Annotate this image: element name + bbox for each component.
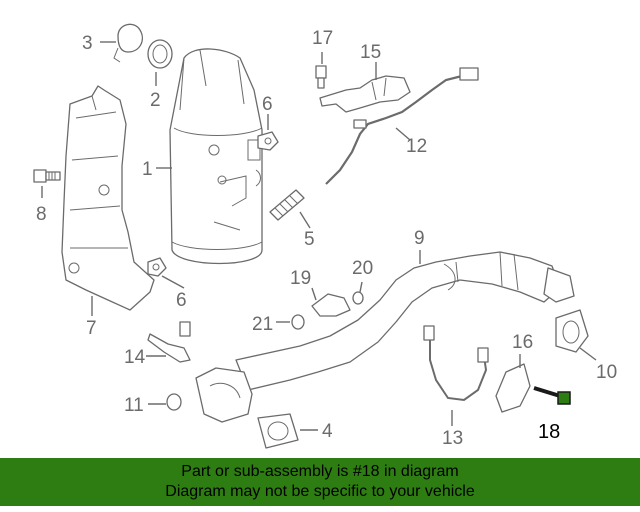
- callout-14: 14: [124, 347, 146, 368]
- callout-15: 15: [360, 42, 381, 63]
- part-20-washer: [352, 291, 364, 305]
- part-9-exhaust-pipe: [235, 251, 575, 391]
- banner-line-2: Diagram may not be specific to your vehi…: [165, 483, 475, 500]
- callout-5: 5: [304, 229, 315, 250]
- part-16-bracket: [495, 363, 531, 413]
- part-15-bracket: [319, 75, 411, 113]
- part-21-nut: [291, 314, 305, 330]
- part-4-flange-gasket: [257, 413, 299, 449]
- part-1-catalytic-converter: [169, 48, 263, 265]
- part-6-nut-upper: [257, 131, 279, 151]
- part-5-flex-hose: [269, 189, 305, 221]
- callout-19: 19: [290, 268, 311, 289]
- callout-16: 16: [512, 332, 533, 353]
- part-7-heat-shield: [61, 85, 155, 311]
- part-2-gasket: [147, 39, 173, 69]
- banner-line-1: Part or sub-assembly is #18 in diagram: [181, 463, 459, 480]
- part-19-sensor: [311, 293, 351, 317]
- part-17-stud: [315, 65, 327, 89]
- callout-9: 9: [414, 228, 425, 249]
- callout-20: 20: [352, 258, 373, 279]
- part-11-plug: [166, 393, 182, 411]
- callout-7: 7: [86, 318, 97, 339]
- part-info-banner: Part or sub-assembly is #18 in diagram D…: [0, 458, 640, 506]
- callout-13: 13: [442, 428, 463, 449]
- part-12-sensor-harness: [325, 67, 479, 185]
- leader-lines: [41, 41, 597, 431]
- callout-labels: 3 2 1 6 8 5 6 7 9 10 11 12 13 14 15 16 1…: [36, 28, 617, 449]
- part-3-seal-clamp: [113, 23, 143, 63]
- callout-18-highlighted: 18: [538, 421, 560, 443]
- callout-6-lower: 6: [176, 290, 187, 311]
- callout-12: 12: [406, 136, 427, 157]
- callout-17: 17: [312, 28, 333, 49]
- part-8-bolt: [33, 169, 61, 183]
- front-converter-assembly: [195, 367, 253, 423]
- exhaust-parts-diagram: 3 2 1 6 8 5 6 7 9 10 11 12 13 14 15 16 1…: [33, 23, 617, 449]
- part-6-nut-lower: [147, 257, 167, 277]
- callout-8: 8: [36, 204, 47, 225]
- callout-11: 11: [124, 395, 144, 416]
- callout-4: 4: [322, 421, 333, 442]
- part-18-bolt-highlighted: [533, 386, 571, 405]
- callout-10: 10: [596, 362, 617, 383]
- callout-3: 3: [82, 33, 93, 54]
- callout-1: 1: [142, 159, 153, 180]
- callout-6-upper: 6: [262, 94, 273, 115]
- callout-2: 2: [150, 90, 161, 111]
- callout-21: 21: [252, 314, 273, 335]
- part-10-gasket: [555, 309, 589, 353]
- part-13-sensor: [423, 325, 489, 402]
- part-14-sensor: [147, 321, 191, 363]
